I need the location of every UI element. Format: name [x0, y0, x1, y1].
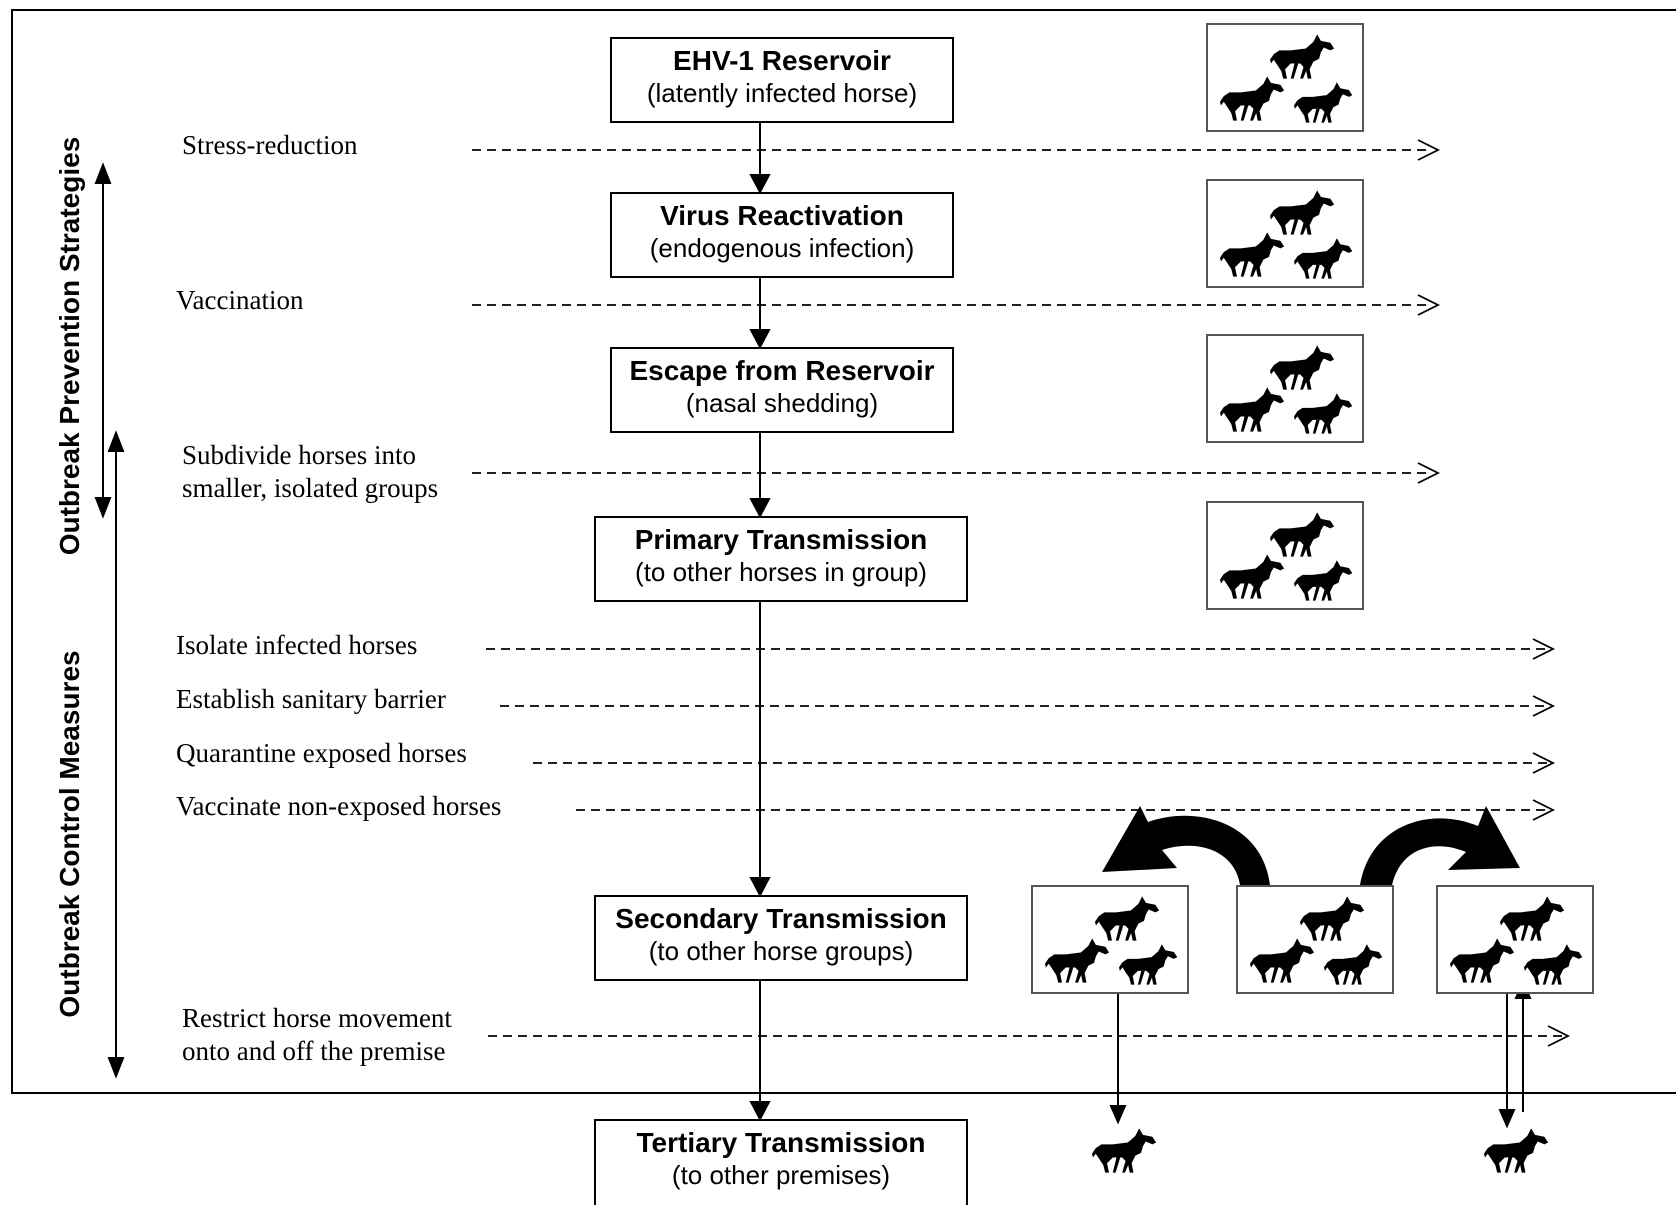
arrowhead-open [1532, 638, 1556, 660]
arrowhead-open [1417, 294, 1441, 316]
control-side-label: Outbreak Control Measures [54, 650, 85, 1018]
horse-group-icon [1206, 23, 1364, 132]
arrowhead-open [1532, 752, 1556, 774]
step-subtitle: (to other horse groups) [648, 936, 914, 966]
horse-group-icon [1236, 885, 1394, 994]
arrowhead-open [1417, 462, 1441, 484]
horse-group-icon [1206, 334, 1364, 443]
step-reactivation: Virus Reactivation (endogenous infection… [610, 192, 954, 278]
arrowhead-open [1417, 139, 1441, 161]
step-reservoir: EHV-1 Reservoir (latently infected horse… [610, 37, 954, 123]
step-subtitle: (to other premises) [671, 1160, 891, 1190]
horse-icon [1092, 1128, 1157, 1173]
arrowhead-open [1532, 799, 1556, 821]
step-tertiary-transmission: Tertiary Transmission (to other premises… [594, 1119, 968, 1205]
horse-group-icon [1031, 885, 1189, 994]
measure-quarantine: Quarantine exposed horses [176, 738, 467, 768]
horse-group-icon [1206, 501, 1364, 610]
step-title: Escape from Reservoir [629, 355, 935, 386]
step-subtitle: (latently infected horse) [646, 78, 918, 108]
prevention-side-label: Outbreak Prevention Strategies [54, 136, 85, 556]
arrowhead-open [1547, 1025, 1571, 1047]
arrowhead-open [1532, 695, 1556, 717]
measure-vaccinate-non-exposed: Vaccinate non-exposed horses [176, 791, 502, 821]
horse-group-icon [1206, 179, 1364, 288]
horse-icon [1484, 1128, 1549, 1173]
step-title: Virus Reactivation [660, 200, 904, 231]
step-secondary-transmission: Secondary Transmission (to other horse g… [594, 895, 968, 981]
spread-arrows [1102, 806, 1520, 885]
outer-frame [11, 9, 1676, 1094]
step-subtitle: (nasal shedding) [685, 388, 879, 418]
horse-group-icon [1436, 885, 1594, 994]
measure-sanitary-barrier: Establish sanitary barrier [176, 684, 446, 714]
measure-vaccination: Vaccination [176, 285, 304, 315]
measure-stress-reduction: Stress-reduction [182, 130, 358, 160]
step-escape: Escape from Reservoir (nasal shedding) [610, 347, 954, 433]
measure-restrict-movement: Restrict horse movement onto and off the… [182, 1003, 452, 1066]
step-title: Tertiary Transmission [636, 1127, 926, 1158]
step-title: EHV-1 Reservoir [673, 45, 891, 76]
step-title: Secondary Transmission [615, 903, 947, 934]
measure-subdivide: Subdivide horses into smaller, isolated … [182, 440, 439, 503]
step-subtitle: (to other horses in group) [635, 557, 927, 587]
step-primary-transmission: Primary Transmission (to other horses in… [594, 516, 968, 602]
measure-isolate: Isolate infected horses [176, 630, 418, 660]
step-subtitle: (endogenous infection) [649, 233, 915, 263]
step-title: Primary Transmission [634, 524, 928, 555]
